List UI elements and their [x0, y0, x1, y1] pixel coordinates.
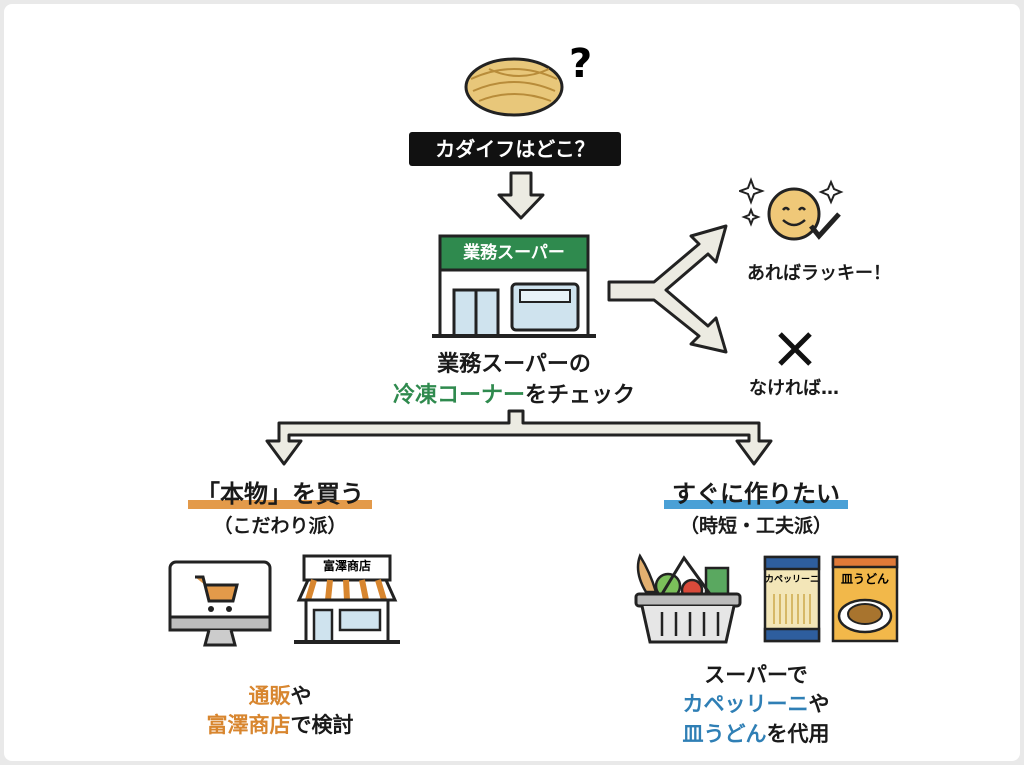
- left-branch-title: 「本物」を買う: [188, 474, 372, 509]
- capellini-package-label: カペッリーニ: [764, 575, 819, 585]
- store-sign: 業務スーパー: [463, 243, 565, 263]
- question-mark: ?: [569, 41, 592, 87]
- infographic-card: ? カダイフはどこ？ 業務スーパー 業務スーパーの 冷凍コーナーをチェック あれ…: [4, 4, 1020, 761]
- right-branch-title: すぐに作りたい: [664, 474, 848, 509]
- left-branch-subtitle: （こだわり派）: [213, 515, 347, 537]
- right-branch-subtitle: （時短・工夫派）: [679, 515, 833, 537]
- text: や: [290, 684, 312, 708]
- capellini-highlight: カペッリーニ: [682, 692, 809, 716]
- found-outcome: あればラッキー！: [747, 263, 891, 284]
- supermarket-icon: [432, 234, 596, 338]
- kadaif-nest-icon: ?: [464, 41, 592, 117]
- not-found-outcome: なければ…: [749, 378, 839, 399]
- sara-udon-package-label: 皿うどん: [840, 572, 889, 586]
- left-line1: 通販や: [249, 680, 312, 710]
- store-caption-line2: 冷凍コーナーをチェック: [393, 377, 635, 409]
- capellini-package-icon: [763, 555, 821, 643]
- tomizawa-shop-icon: [294, 554, 400, 644]
- text: で検討: [290, 713, 354, 737]
- grocery-basket-icon: [634, 553, 742, 644]
- question-label: カダイフはどこ？: [409, 132, 621, 166]
- sara-udon-highlight: 皿うどん: [682, 722, 767, 746]
- right-line1: スーパーで: [704, 663, 808, 687]
- frozen-corner-highlight: 冷凍コーナー: [392, 383, 525, 408]
- down-arrow: [497, 171, 545, 220]
- shop-sign: 富澤商店: [322, 559, 371, 573]
- text: や: [808, 692, 830, 716]
- mail-order-highlight: 通販: [248, 684, 291, 708]
- online-shop-monitor-icon: [168, 560, 272, 647]
- left-line2: 富澤商店で検討: [207, 709, 354, 739]
- right-line3: 皿うどんを代用: [683, 718, 830, 748]
- right-line2: カペッリーニや: [683, 688, 830, 718]
- caption-rest: をチェック: [525, 383, 636, 408]
- fork-arrow: [607, 224, 728, 354]
- cross-icon: [778, 332, 812, 366]
- text: を代用: [766, 722, 830, 746]
- tomizawa-highlight: 富澤商店: [206, 713, 291, 737]
- sara-udon-package-icon: [831, 555, 899, 643]
- cart-icon: [195, 575, 239, 603]
- store-caption-line1: 業務スーパーの: [437, 352, 591, 377]
- branch-arrow: [265, 409, 773, 466]
- happy-face-icon: [739, 177, 844, 241]
